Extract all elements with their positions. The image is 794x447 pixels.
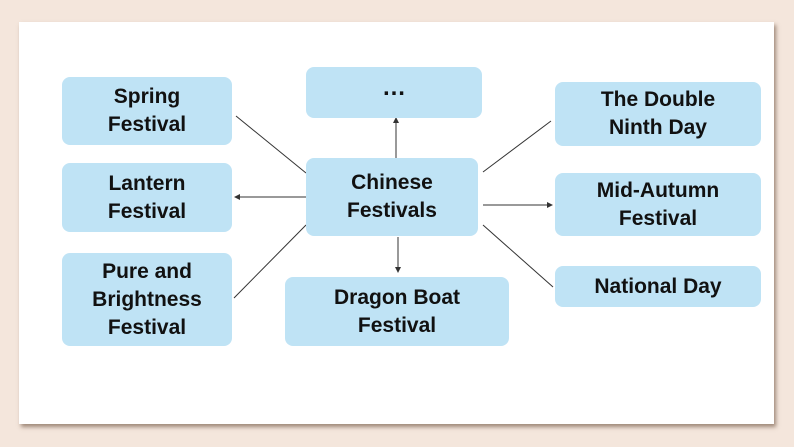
connector-national-day: [482, 224, 554, 288]
node-mid-autumn-festival: Mid-Autumn Festival: [555, 173, 761, 236]
connector-double-ninth-day: [482, 120, 552, 173]
node-spring-festival: Spring Festival: [62, 77, 232, 145]
node-chinese-festivals: Chinese Festivals: [306, 158, 478, 236]
connector-pure-brightness-festival: [233, 224, 307, 299]
node-lantern-festival: Lantern Festival: [62, 163, 232, 232]
node-more: …: [306, 67, 482, 118]
node-double-ninth-day: The Double Ninth Day: [555, 82, 761, 146]
connector-spring-festival: [235, 115, 307, 174]
node-pure-brightness-festival: Pure and Brightness Festival: [62, 253, 232, 346]
node-national-day: National Day: [555, 266, 761, 307]
node-dragon-boat-festival: Dragon Boat Festival: [285, 277, 509, 346]
